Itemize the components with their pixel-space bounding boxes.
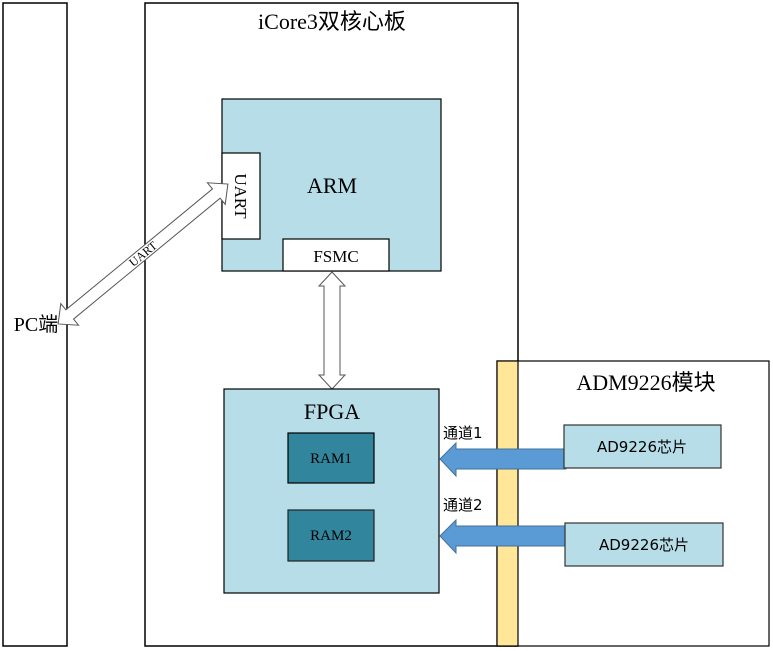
pc-label: PC端 bbox=[14, 313, 58, 336]
uart-port bbox=[221, 152, 261, 240]
channel2-label: 通道2 bbox=[443, 496, 483, 514]
adc-module bbox=[496, 360, 770, 647]
ad9226-chip-2 bbox=[564, 522, 724, 567]
adc-module-title: ADM9226模块 bbox=[576, 370, 715, 395]
arm-label: ARM bbox=[307, 173, 357, 198]
ram1-block bbox=[287, 432, 375, 484]
ram1-label: RAM1 bbox=[310, 451, 352, 467]
ram2-block bbox=[287, 509, 375, 562]
connector-strip bbox=[496, 360, 519, 647]
pc-block bbox=[2, 2, 68, 647]
channel1-label: 通道1 bbox=[443, 424, 483, 442]
ad9226-chip-1 bbox=[563, 424, 722, 469]
ram2-label: RAM2 bbox=[310, 528, 352, 544]
ad9226-chip-2-label: AD9226芯片 bbox=[599, 536, 689, 554]
ad9226-chip-1-label: AD9226芯片 bbox=[597, 438, 687, 456]
fsmc-port-label: FSMC bbox=[313, 247, 358, 266]
fpga-label: FPGA bbox=[304, 399, 360, 424]
fsmc-port bbox=[282, 238, 390, 272]
uart-port-label: UART bbox=[231, 173, 250, 219]
core-board-title: iCore3双核心板 bbox=[258, 9, 406, 34]
